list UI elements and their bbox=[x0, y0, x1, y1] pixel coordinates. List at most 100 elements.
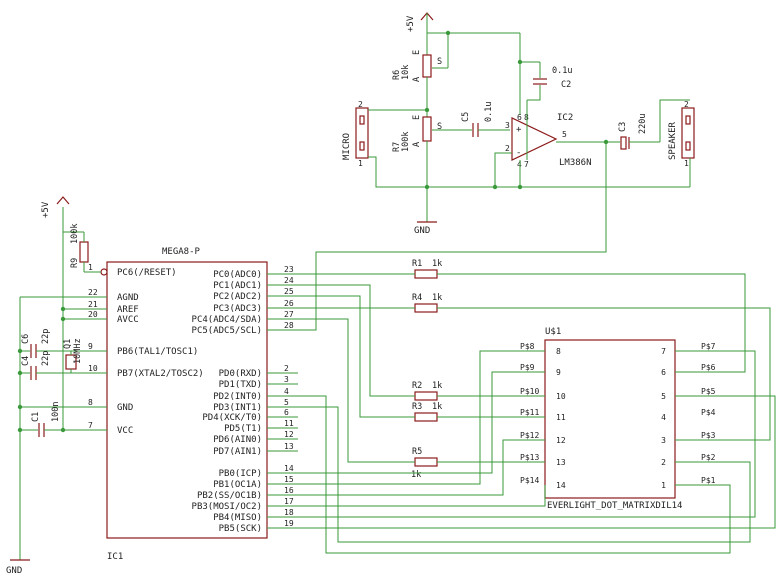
r9-value: 100k bbox=[70, 224, 80, 244]
mcu-pin-num: 14 bbox=[284, 464, 294, 473]
mcu-pin-name: PD6(AIN0) bbox=[213, 435, 262, 445]
mcu-pin-num: 16 bbox=[284, 486, 294, 495]
matrix-net-label: P$11 bbox=[520, 408, 539, 417]
r6-pot-body bbox=[422, 54, 432, 78]
r1-body bbox=[414, 269, 438, 279]
r5-value: 1k bbox=[411, 470, 421, 480]
c1-value: 100n bbox=[51, 402, 61, 422]
amp-minus: - bbox=[516, 148, 521, 158]
reset-inversion-circle bbox=[100, 268, 108, 276]
speaker-pin2: 2 bbox=[684, 100, 689, 109]
mcu-pin-num: 7 bbox=[88, 421, 93, 430]
mcu-pin-name: PD4(XCK/T0) bbox=[202, 413, 262, 423]
mcu-pin-num: 24 bbox=[284, 276, 294, 285]
c2-ref: C2 bbox=[561, 80, 571, 90]
r3-ref: R3 bbox=[412, 402, 422, 412]
mcu-pin-num: 10 bbox=[88, 364, 98, 373]
r6-e: E bbox=[412, 50, 422, 55]
r5-ref: R5 bbox=[412, 447, 422, 457]
mcu-pin-num: 28 bbox=[284, 321, 294, 330]
mcu-pin-num: 12 bbox=[284, 430, 294, 439]
row-resistors: R1 1k R4 1k R2 1k R3 1k R5 1k bbox=[411, 259, 442, 480]
r3-body bbox=[414, 412, 438, 422]
r1-ref: R1 bbox=[412, 259, 422, 269]
gnd-label-mid: GND bbox=[414, 226, 430, 236]
r7-e: E bbox=[412, 115, 422, 120]
q1-ref: Q1 bbox=[63, 339, 73, 349]
micro-pin2: 2 bbox=[358, 100, 363, 109]
matrix-pin-num: 8 bbox=[556, 347, 561, 356]
r7-pot-body bbox=[422, 116, 432, 142]
mcu-pin-name: AREF bbox=[117, 305, 139, 315]
matrix-net-label: P$4 bbox=[701, 408, 716, 417]
mcu-pin-num: 5 bbox=[284, 398, 289, 407]
matrix-pin-num: 3 bbox=[661, 436, 666, 445]
mcu-right-pins: 23PC0(ADC0)24PC1(ADC1)25PC2(ADC2)26PC3(A… bbox=[192, 265, 298, 534]
mcu-pin-num: 3 bbox=[284, 375, 289, 384]
mcu-pin-name: PB7(XTAL2/TOSC2) bbox=[117, 369, 204, 379]
r6-s: S bbox=[437, 57, 442, 67]
r4-value: 1k bbox=[432, 293, 442, 303]
matrix-ref-label: U$1 bbox=[545, 327, 561, 337]
mcu-ic1: MEGA8-P IC1 1PC6(/RESET)22AGND21AREF20AV… bbox=[84, 247, 298, 562]
matrix-net-label: P$3 bbox=[701, 431, 716, 440]
matrix-pin-num: 10 bbox=[556, 392, 566, 401]
c3-ref: C3 bbox=[618, 122, 628, 132]
mcu-pin-num: 26 bbox=[284, 299, 294, 308]
mcu-left-pins: 1PC6(/RESET)22AGND21AREF20AVCC9PB6(TAL1/… bbox=[84, 263, 204, 436]
matrix-pin-num: 13 bbox=[556, 458, 566, 467]
mcu-pin-num: 4 bbox=[284, 387, 289, 396]
matrix-pin-num: 12 bbox=[556, 436, 566, 445]
mcu-pin-num: 13 bbox=[284, 442, 294, 451]
c6-value: 22p bbox=[41, 329, 51, 344]
c5-ref: C5 bbox=[461, 112, 471, 122]
mcu-pin-name: PC2(ADC2) bbox=[213, 292, 262, 302]
micro-connector bbox=[355, 107, 369, 159]
mcu-pin-num: 27 bbox=[284, 310, 294, 319]
speaker-pin1: 1 bbox=[684, 159, 689, 168]
mcu-pin-num: 15 bbox=[284, 475, 294, 484]
matrix-net-label: P$1 bbox=[701, 476, 716, 485]
c1-ref: C1 bbox=[31, 412, 41, 422]
mcu-pin-name: PB4(MISO) bbox=[213, 513, 262, 523]
mcu-pin-num: 22 bbox=[88, 288, 98, 297]
matrix-net-label: P$2 bbox=[701, 453, 716, 462]
mcu-pin-name: PB2(SS/OC1B) bbox=[197, 491, 262, 501]
mcu-pin-name: PB0(ICP) bbox=[219, 469, 262, 479]
amp-pin3: 3 bbox=[505, 121, 510, 130]
q1-value: 10MHz bbox=[73, 338, 83, 364]
matrix-pin-num: 5 bbox=[661, 392, 666, 401]
r6-ref: R6 bbox=[392, 70, 402, 80]
mcu-pin-name: PD0(RXD) bbox=[219, 369, 262, 379]
mcu-pin-name: AVCC bbox=[117, 315, 139, 325]
mcu-pin-num: 18 bbox=[284, 508, 294, 517]
signal-wires bbox=[267, 142, 776, 554]
matrix-body bbox=[544, 339, 676, 499]
mcu-body bbox=[106, 261, 268, 539]
r4-ref: R4 bbox=[412, 293, 422, 303]
matrix-part-label: EVERLIGHT_DOT_MATRIXDIL14 bbox=[547, 501, 682, 511]
mcu-pin-name: PC4(ADC4/SDA) bbox=[192, 315, 262, 325]
audio-section: +5V S E A R6 10k MICRO 2 1 S E A R7 100k bbox=[342, 12, 695, 236]
mcu-part-label: MEGA8-P bbox=[162, 247, 201, 257]
c2-value: 0.1u bbox=[552, 66, 572, 76]
amp-pin5: 5 bbox=[562, 130, 567, 139]
mcu-pin-num: 9 bbox=[88, 342, 93, 351]
matrix-pin-num: 4 bbox=[661, 413, 666, 422]
matrix-pin-num: 6 bbox=[661, 368, 666, 377]
r4-body bbox=[414, 303, 438, 313]
mcu-pin-name: PC3(ADC3) bbox=[213, 304, 262, 314]
mcu-pin-num: 19 bbox=[284, 519, 294, 528]
matrix-net-label: P$7 bbox=[701, 342, 716, 351]
lm386-amp-ic2 bbox=[511, 117, 558, 161]
r6-value: 10k bbox=[401, 65, 411, 80]
r7-a: A bbox=[412, 142, 422, 147]
matrix-pin-num: 1 bbox=[661, 481, 666, 490]
matrix-net-label: P$10 bbox=[520, 387, 539, 396]
r9-ref: R9 bbox=[70, 258, 80, 268]
mcu-pin-num: 1 bbox=[88, 263, 93, 272]
mcu-pin-name: PB5(SCK) bbox=[219, 524, 262, 534]
mcu-pin-name: PD5(T1) bbox=[224, 424, 262, 434]
gnd-label-bottom: GND bbox=[6, 566, 22, 576]
speaker-connector bbox=[681, 107, 695, 159]
